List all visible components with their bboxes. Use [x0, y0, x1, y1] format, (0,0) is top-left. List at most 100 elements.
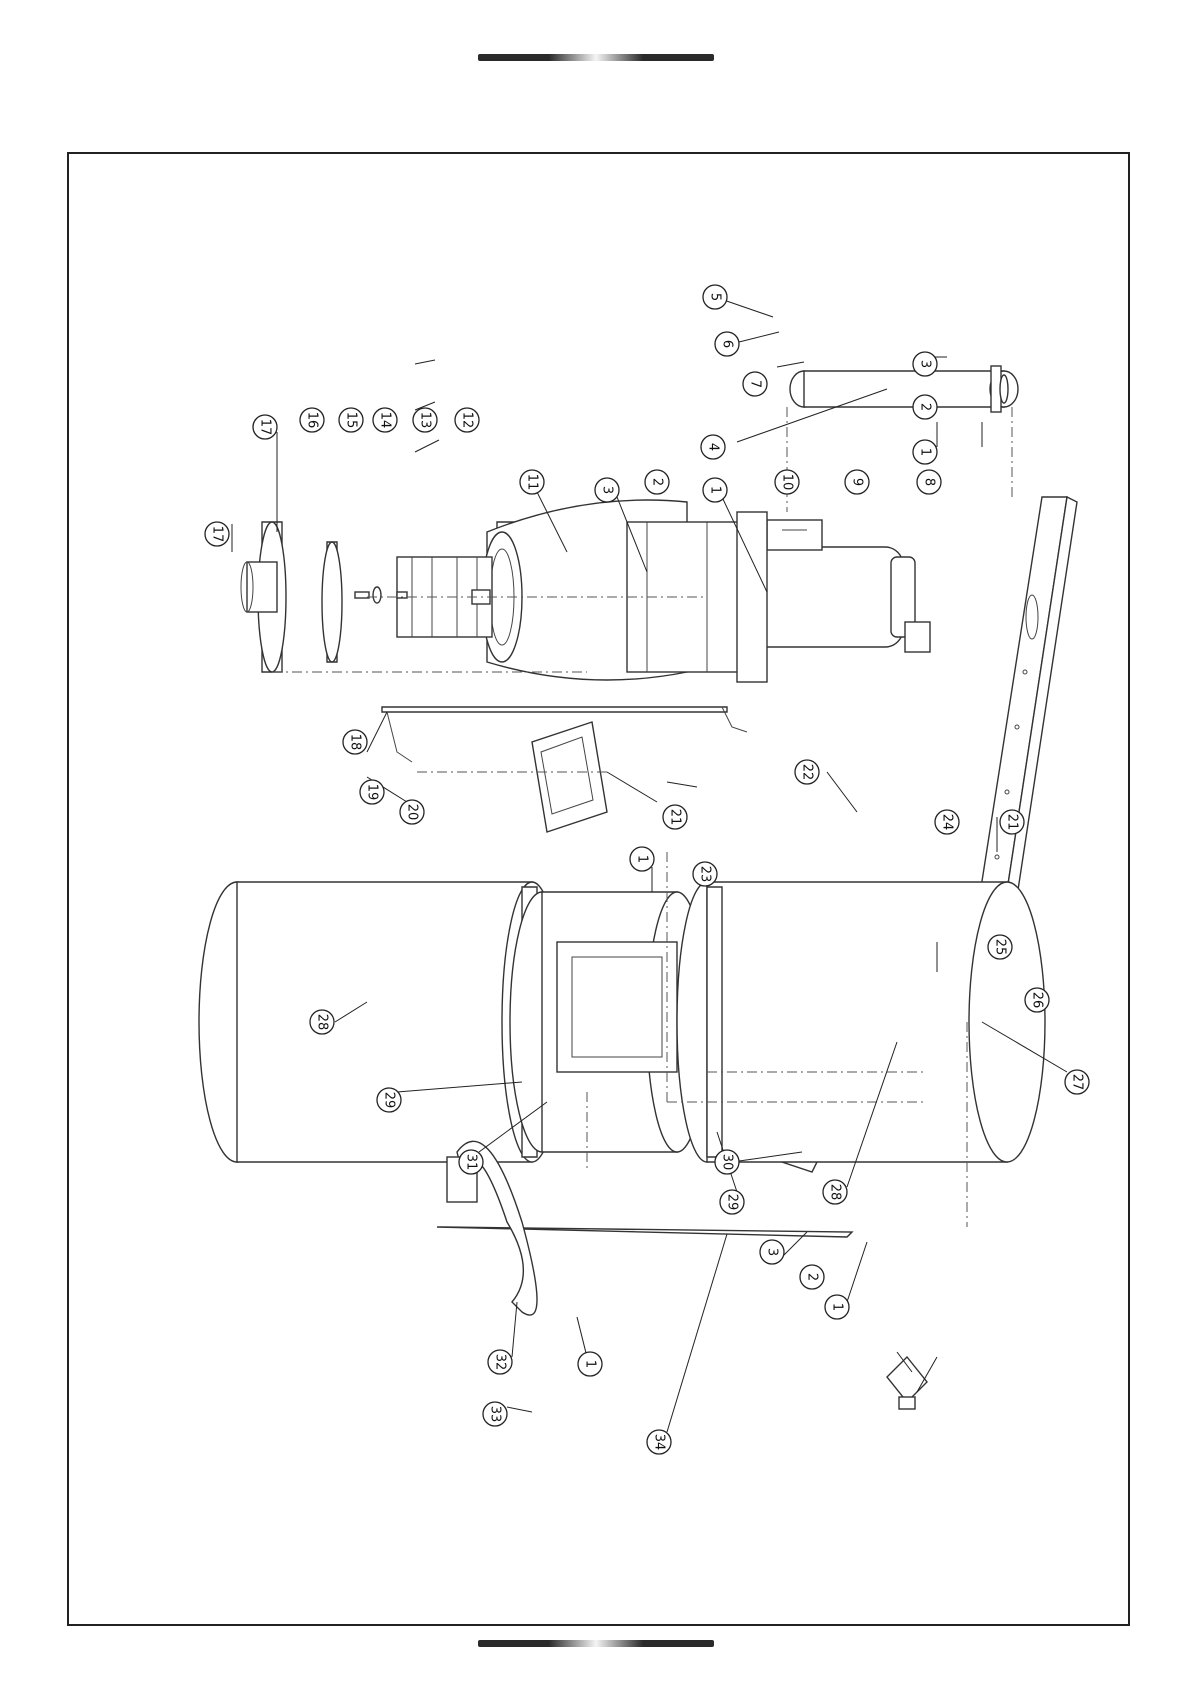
- callout-c18: 18: [343, 730, 367, 754]
- callout-label: 20: [405, 804, 420, 821]
- callout-label: 31: [464, 1154, 479, 1171]
- callout-c30: 30: [715, 1150, 739, 1174]
- callout-c33: 33: [483, 1402, 507, 1426]
- callout-c24: 24: [935, 810, 959, 834]
- callout-label: 11: [525, 474, 540, 491]
- callout-c19: 19: [360, 780, 384, 804]
- part-28-lower-drum: [677, 882, 1045, 1162]
- callout-label: 7: [748, 380, 763, 388]
- callout-label: 3: [765, 1248, 780, 1256]
- callout-label: 21: [668, 809, 683, 826]
- callout-label: 33: [488, 1406, 503, 1423]
- callout-c7: 7: [743, 372, 767, 396]
- callout-c12: 12: [455, 408, 479, 432]
- callout-c13: 13: [413, 408, 437, 432]
- callout-c1d: 1: [825, 1295, 849, 1319]
- callout-label: 17: [210, 526, 225, 543]
- callout-c28b: 28: [823, 1180, 847, 1204]
- callout-label: 21: [1005, 814, 1020, 831]
- callout-c21b: 21: [1000, 810, 1024, 834]
- callout-c1e: 1: [578, 1352, 602, 1376]
- callout-label: 18: [348, 734, 363, 751]
- callout-c34: 34: [647, 1430, 671, 1454]
- callout-c10: 10: [775, 470, 799, 494]
- callout-label: 23: [698, 866, 713, 883]
- part-15-gasket: [322, 542, 342, 662]
- callout-c20: 20: [400, 800, 424, 824]
- callout-c17b: 17: [205, 522, 229, 546]
- callout-label: 8: [922, 478, 937, 486]
- callout-c25: 25: [988, 935, 1012, 959]
- callout-label: 30: [720, 1154, 735, 1171]
- callout-c14: 14: [373, 408, 397, 432]
- callout-label: 26: [1030, 992, 1045, 1009]
- callout-label: 24: [940, 814, 955, 831]
- footer-divider-bar: [478, 1640, 714, 1647]
- callout-c32: 32: [488, 1350, 512, 1374]
- callout-label: 22: [800, 764, 815, 781]
- callout-label: 16: [305, 412, 320, 429]
- callout-c3a: 3: [913, 352, 937, 376]
- callout-c3c: 3: [760, 1240, 784, 1264]
- callout-label: 29: [725, 1194, 740, 1211]
- callout-label: 13: [418, 412, 433, 429]
- callout-label: 17: [258, 419, 273, 436]
- callout-label: 14: [378, 412, 393, 429]
- part-16-inlet-plate: [241, 522, 286, 672]
- callout-label: 28: [828, 1184, 843, 1201]
- callout-c3b: 3: [595, 478, 619, 502]
- callout-label: 5: [708, 293, 723, 301]
- callout-label: 3: [918, 360, 933, 368]
- part-10-blower-housing: [482, 500, 767, 682]
- exploded-parts-diagram: 5674321171615141312113211098171819202123…: [67, 152, 1130, 1626]
- callout-c28a: 28: [310, 1010, 334, 1034]
- callout-label: 32: [493, 1354, 508, 1371]
- part-34-rail: [437, 1227, 852, 1237]
- part-20-gasket-square: [532, 722, 607, 832]
- part-4-tube: [790, 366, 1018, 412]
- callout-label: 1: [708, 486, 723, 494]
- callout-c11: 11: [520, 470, 544, 494]
- callout-c2c: 2: [800, 1265, 824, 1289]
- callout-c2a: 2: [913, 395, 937, 419]
- callout-label: 19: [365, 784, 380, 801]
- callout-label: 29: [382, 1092, 397, 1109]
- callout-c8: 8: [917, 470, 941, 494]
- callout-c1a: 1: [913, 440, 937, 464]
- callout-c31: 31: [459, 1150, 483, 1174]
- callout-label: 27: [1070, 1074, 1085, 1091]
- callout-c1c: 1: [630, 847, 654, 871]
- callout-label: 2: [650, 478, 665, 486]
- callout-c2b: 2: [645, 470, 669, 494]
- header-divider-bar: [478, 54, 714, 61]
- callout-label: 1: [635, 855, 650, 863]
- callout-label: 25: [993, 939, 1008, 956]
- callout-label: 4: [706, 443, 721, 451]
- callout-c15: 15: [339, 408, 363, 432]
- callout-label: 9: [850, 478, 865, 486]
- callout-label: 2: [805, 1273, 820, 1281]
- callout-label: 3: [600, 486, 615, 494]
- callout-c6: 6: [715, 332, 739, 356]
- callout-c29a: 29: [377, 1088, 401, 1112]
- callout-c27: 27: [1065, 1070, 1089, 1094]
- callout-c17a: 17: [253, 415, 277, 439]
- callout-c4: 4: [701, 435, 725, 459]
- callout-label: 15: [344, 412, 359, 429]
- callout-label: 1: [918, 448, 933, 456]
- callout-label: 12: [460, 412, 475, 429]
- callout-c26: 26: [1025, 988, 1049, 1012]
- callout-label: 28: [315, 1014, 330, 1031]
- callout-c9: 9: [845, 470, 869, 494]
- callout-c29b: 29: [720, 1190, 744, 1214]
- callout-label: 2: [918, 403, 933, 411]
- callout-label: 1: [583, 1360, 598, 1368]
- callout-c1b: 1: [703, 478, 727, 502]
- part-28-upper-drum: [199, 882, 562, 1162]
- part-29-lower-clamp: [707, 887, 722, 1157]
- callout-label: 34: [652, 1434, 667, 1451]
- callout-c5: 5: [703, 285, 727, 309]
- callout-label: 1: [830, 1303, 845, 1311]
- callout-c23: 23: [693, 862, 717, 886]
- callout-c22: 22: [795, 760, 819, 784]
